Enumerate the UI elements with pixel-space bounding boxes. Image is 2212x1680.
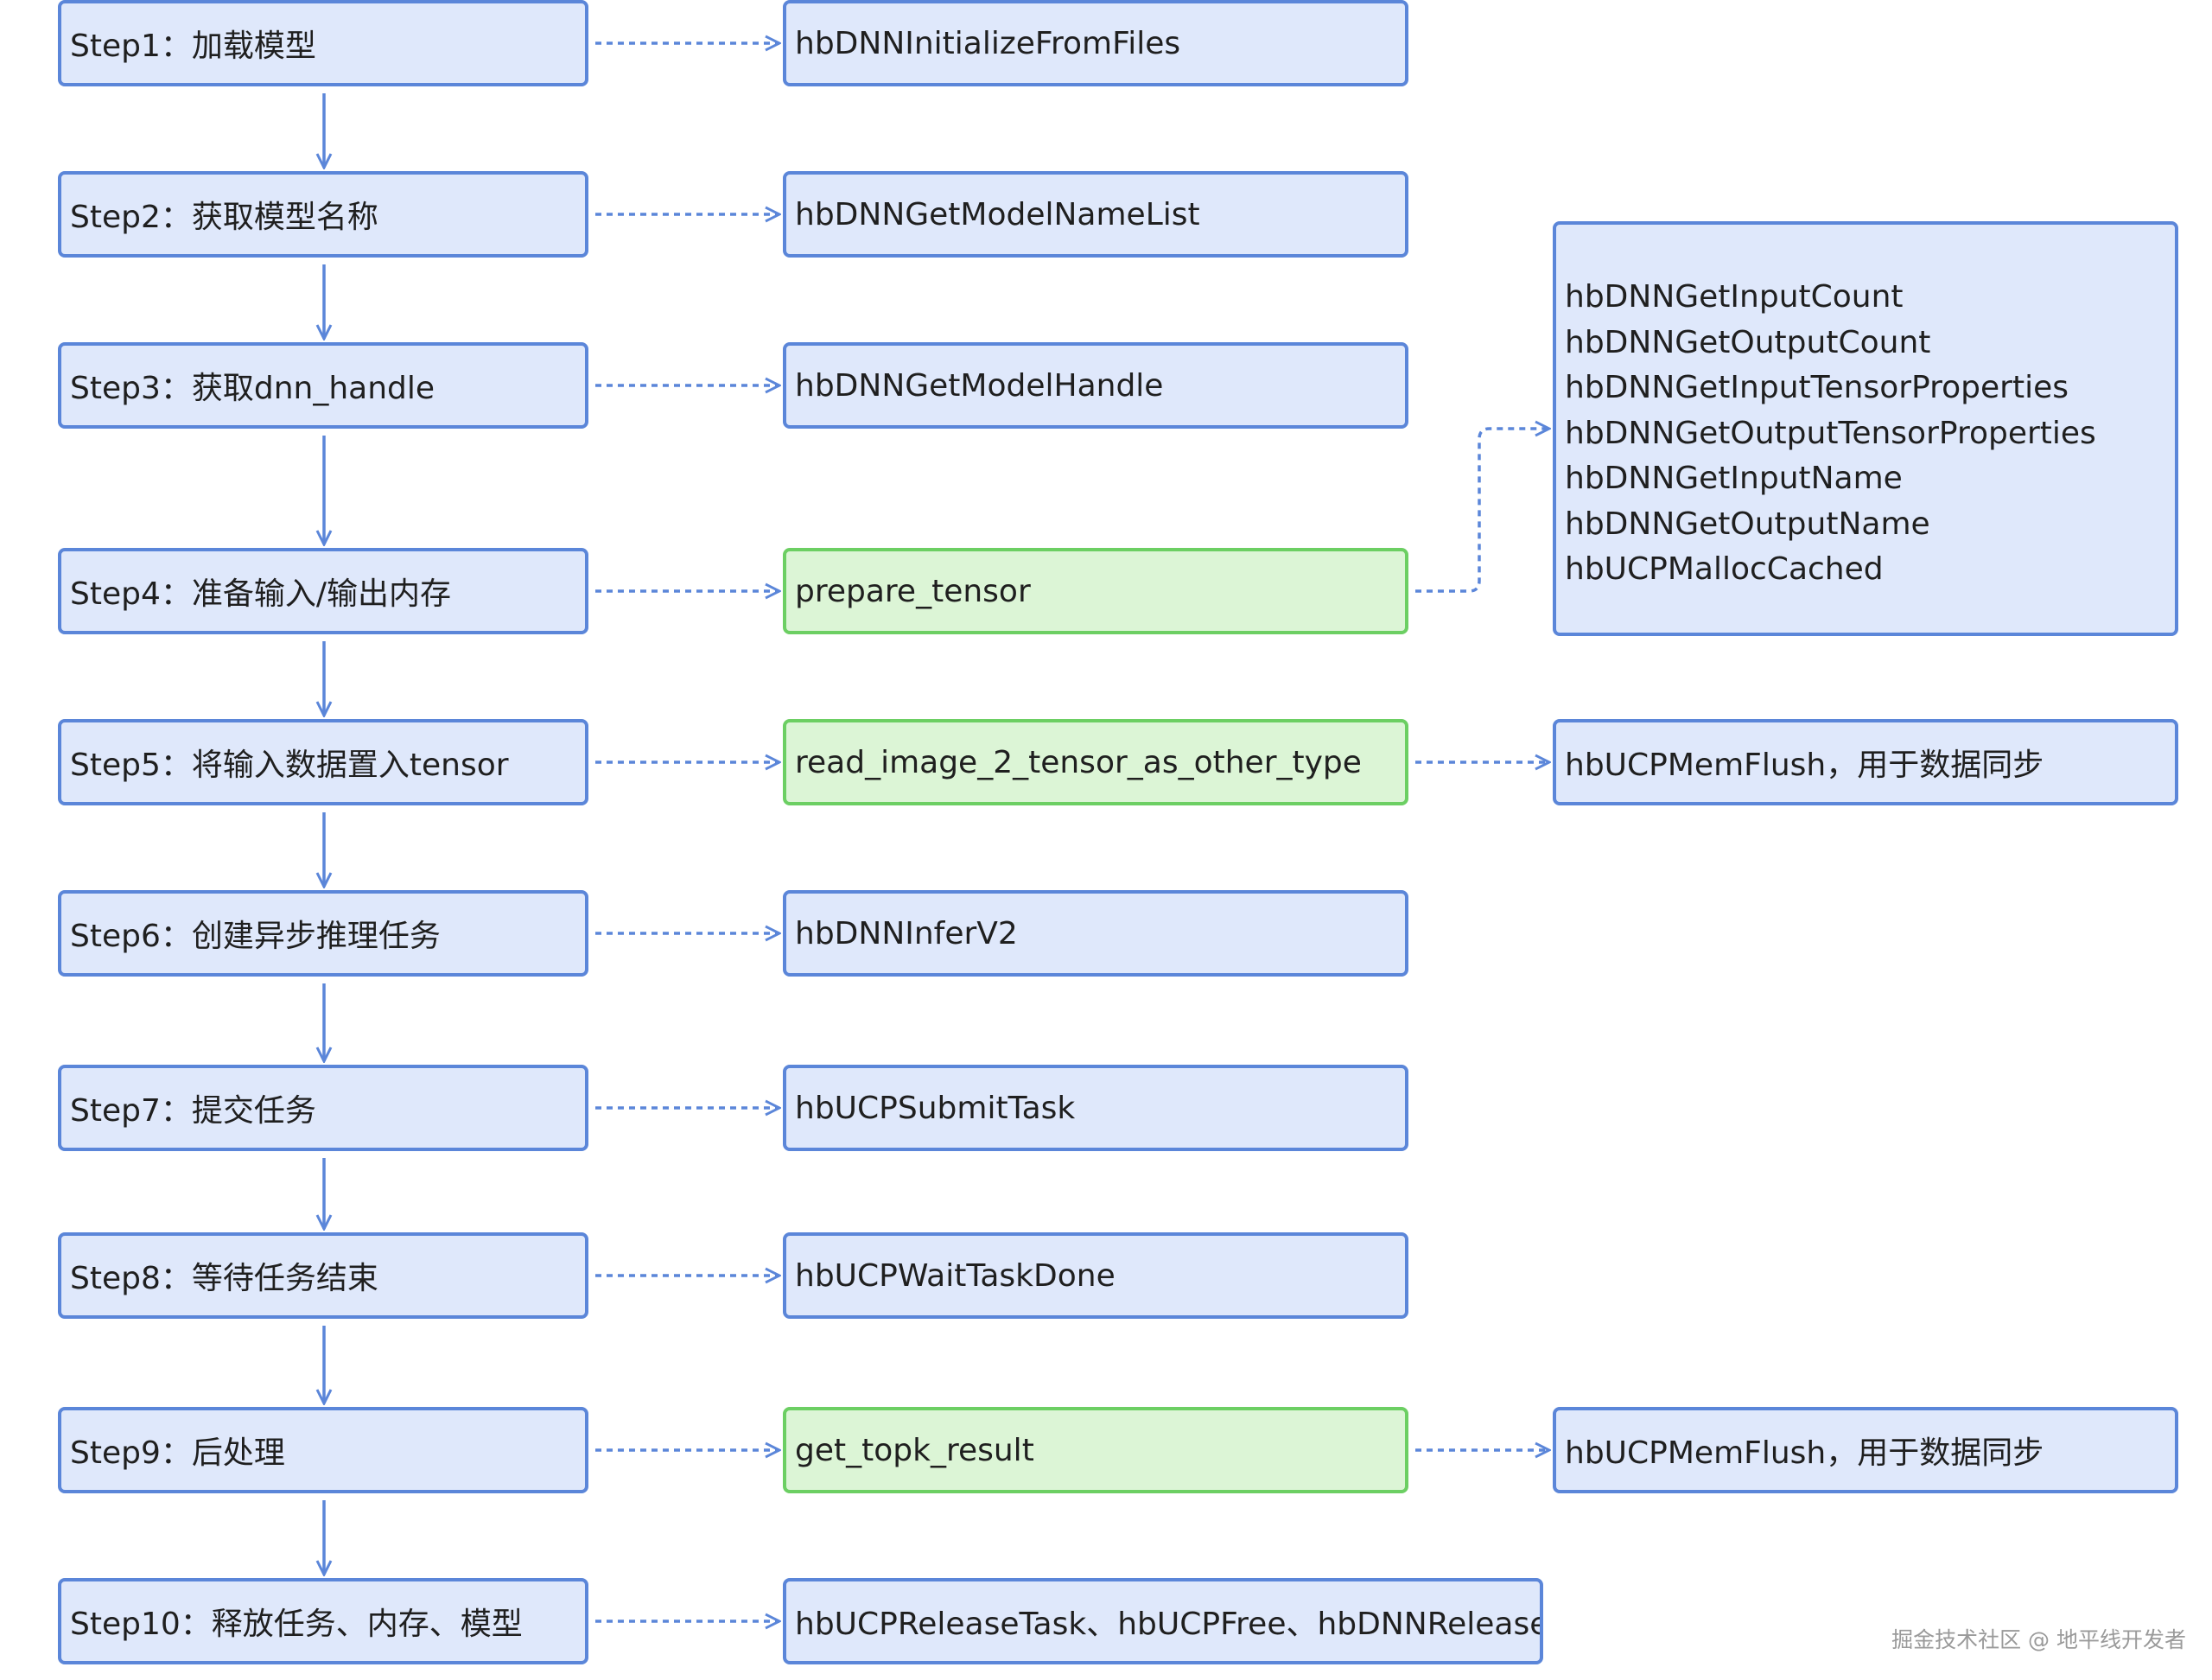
- mem-flush-box-step9: hbUCPMemFlush，用于数据同步: [1553, 1407, 2178, 1493]
- api-label: hbDNNInitializeFromFiles: [795, 25, 1181, 61]
- step-label: Step6：创建异步推理任务: [70, 919, 441, 954]
- tensor-function-item: hbUCPMallocCached: [1565, 551, 1884, 587]
- step-label: Step4：准备输入/输出内存: [70, 576, 452, 612]
- mem-flush-label: hbUCPMemFlush，用于数据同步: [1565, 1435, 2044, 1471]
- mem-flush-label: hbUCPMemFlush，用于数据同步: [1565, 748, 2044, 783]
- step-label: Step9：后处理: [70, 1435, 285, 1471]
- api-label: hbDNNGetModelNameList: [795, 196, 1200, 232]
- step-label: Step10：释放任务、内存、模型: [70, 1607, 523, 1642]
- step-label: Step2：获取模型名称: [70, 200, 378, 235]
- tensor-functions-box: hbDNNGetInputCount hbDNNGetOutputCount h…: [1553, 221, 2178, 636]
- api-label: hbUCPReleaseTask、hbUCPFree、hbDNNRelease: [795, 1607, 1543, 1642]
- api-label: hbUCPWaitTaskDone: [795, 1257, 1116, 1294]
- step-box-2: Step2：获取模型名称: [58, 171, 588, 258]
- api-label: read_image_2_tensor_as_other_type: [795, 744, 1362, 780]
- prepare-tensor-to-functions-arrow: [1415, 429, 1549, 593]
- step-box-1: Step1：加载模型: [58, 0, 588, 86]
- step-label: Step1：加载模型: [70, 29, 316, 64]
- api-box-1: hbDNNInitializeFromFiles: [783, 0, 1408, 86]
- step-box-5: Step5：将输入数据置入tensor: [58, 719, 588, 805]
- api-label: get_topk_result: [795, 1432, 1034, 1468]
- watermark: 掘金技术社区 @ 地平线开发者: [1891, 1627, 2186, 1652]
- api-box-8: hbUCPWaitTaskDone: [783, 1232, 1408, 1319]
- step-label: Step3：获取dnn_handle: [70, 371, 435, 406]
- step-label: Step7：提交任务: [70, 1093, 316, 1129]
- api-label: hbUCPSubmitTask: [795, 1090, 1076, 1126]
- tensor-function-item: hbDNNGetOutputCount: [1565, 324, 1931, 360]
- step-box-4: Step4：准备输入/输出内存: [58, 548, 588, 634]
- api-box-4: prepare_tensor: [783, 548, 1408, 634]
- step-box-7: Step7：提交任务: [58, 1065, 588, 1151]
- api-box-6: hbDNNInferV2: [783, 890, 1408, 977]
- tensor-function-item: hbDNNGetInputTensorProperties: [1565, 370, 2069, 405]
- step-box-6: Step6：创建异步推理任务: [58, 890, 588, 977]
- api-box-3: hbDNNGetModelHandle: [783, 342, 1408, 429]
- step-label: Step8：等待任务结束: [70, 1261, 378, 1296]
- mem-flush-box-step5: hbUCPMemFlush，用于数据同步: [1553, 719, 2178, 805]
- api-label: hbDNNGetModelHandle: [795, 367, 1164, 404]
- tensor-function-item: hbDNNGetOutputTensorProperties: [1565, 415, 2096, 451]
- step-box-8: Step8：等待任务结束: [58, 1232, 588, 1319]
- api-box-9: get_topk_result: [783, 1407, 1408, 1493]
- api-label: prepare_tensor: [795, 573, 1031, 609]
- api-label: hbDNNInferV2: [795, 915, 1018, 951]
- api-box-10: hbUCPReleaseTask、hbUCPFree、hbDNNRelease: [783, 1578, 1543, 1664]
- tensor-function-item: hbDNNGetInputCount: [1565, 279, 1904, 315]
- tensor-function-item: hbDNNGetOutputName: [1565, 506, 1930, 542]
- step-box-3: Step3：获取dnn_handle: [58, 342, 588, 429]
- step-box-10: Step10：释放任务、内存、模型: [58, 1578, 588, 1664]
- api-box-2: hbDNNGetModelNameList: [783, 171, 1408, 258]
- tensor-function-item: hbDNNGetInputName: [1565, 461, 1903, 496]
- api-box-7: hbUCPSubmitTask: [783, 1065, 1408, 1151]
- step-label: Step5：将输入数据置入tensor: [70, 748, 509, 783]
- step-box-9: Step9：后处理: [58, 1407, 588, 1493]
- api-box-5: read_image_2_tensor_as_other_type: [783, 719, 1408, 805]
